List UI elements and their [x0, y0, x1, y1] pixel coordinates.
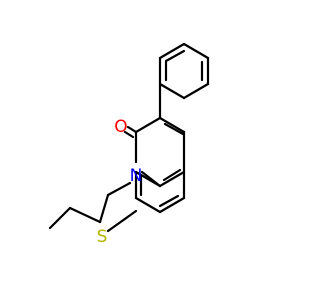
bond — [158, 194, 180, 208]
sulfur-atom-label: S — [97, 227, 108, 247]
bond — [48, 206, 72, 230]
bond — [158, 170, 186, 188]
bond — [163, 122, 185, 136]
bond — [158, 196, 186, 214]
bond — [126, 125, 138, 134]
bond — [134, 196, 162, 214]
bond — [162, 168, 182, 182]
oxygen-atom-label: O — [114, 117, 127, 137]
bond — [158, 116, 186, 134]
bond — [106, 209, 138, 233]
molecule-structure: O N S — [48, 42, 210, 247]
nitrogen-atom-label: N — [130, 166, 143, 186]
bond — [123, 130, 135, 139]
bond — [98, 193, 110, 224]
bond — [164, 49, 186, 63]
atom-labels: O N S — [97, 117, 143, 247]
bond — [158, 42, 186, 60]
bond — [106, 181, 132, 197]
bond — [68, 206, 102, 224]
bonds — [48, 42, 210, 233]
bond — [134, 170, 162, 188]
bond — [134, 116, 162, 134]
bond — [158, 82, 186, 100]
bond — [182, 42, 210, 60]
bond — [182, 82, 210, 100]
